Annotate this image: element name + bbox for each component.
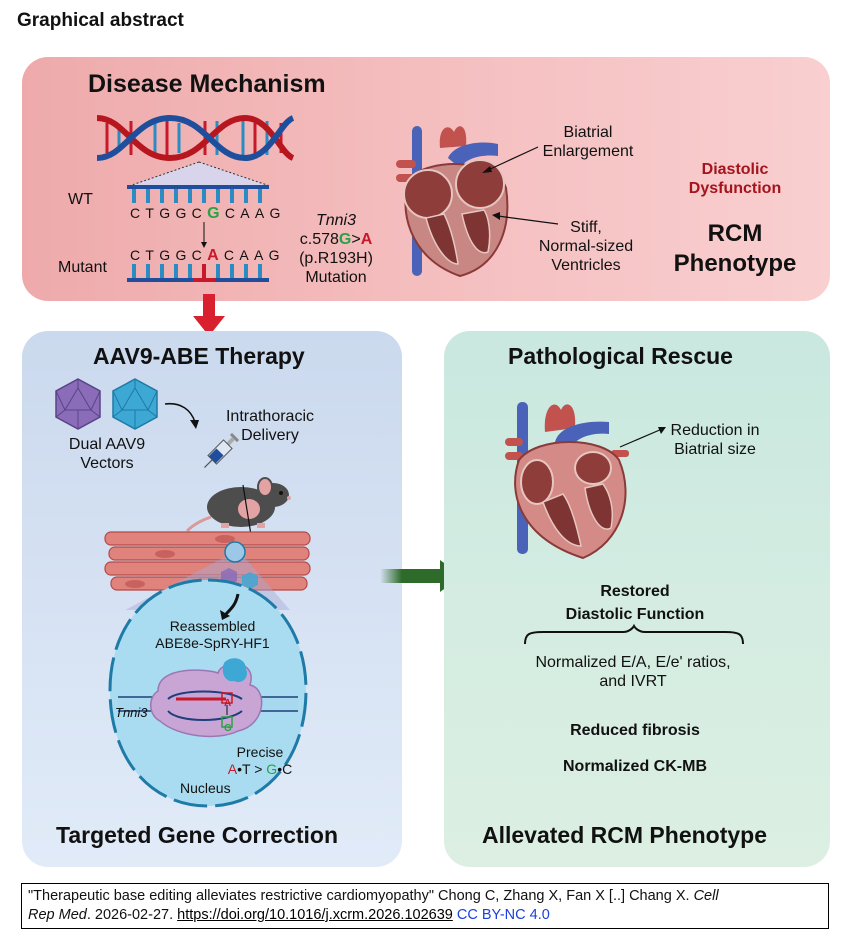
biatrial-enlargement-label: Biatrial Enlargement [533,123,643,161]
stiff-ventricles-label: Stiff, Normal-sized Ventricles [530,218,642,275]
mouse-icon [185,477,291,536]
mutant-label: Mutant [58,259,107,276]
edited-base-g: G [224,723,232,734]
reduction-line1: Reduction in [670,422,760,439]
graphical-abstract-title: Graphical abstract [17,10,184,31]
citation-journal-part2: Rep Med [28,907,87,923]
ratios-line2: and IVRT [599,673,667,690]
ratios-line1: Normalized E/A, E/e' ratios, [535,654,731,671]
diastolic-line1: Diastolic [701,161,769,178]
citation-authors: Chong C, Zhang X, Fan X [..] Chang X. [434,888,694,904]
targeted-gene-correction-label: Targeted Gene Correction [56,822,339,848]
wt-dna-strand-icon [127,185,269,203]
allevated-rcm-phenotype-label: Allevated RCM Phenotype [482,822,767,848]
vectors-line1: Dual AAV9 [68,436,146,453]
delivery-line2: Delivery [241,427,299,444]
conv-t: •T > [237,761,267,777]
editor-line1: Reassembled [169,618,256,634]
diastolic-dysfunction-label: Diastolic Dysfunction [680,160,790,198]
mutation-arrow-icon [201,222,207,248]
ventricles-line1: Stiff, [570,219,602,236]
biatrial-line2: Enlargement [542,143,634,160]
mutant-seq-highlight: A [207,247,224,264]
edited-base-a: A [224,698,232,709]
ventricles-pointer-arrow [492,212,559,225]
healthy-heart-icon [505,402,629,560]
dna-helix-icon [96,114,295,162]
enlarged-heart-icon [396,126,509,278]
aav9-vector-purple-icon [55,378,101,430]
reduction-line2: Biatrial size [674,441,756,458]
mutant-seq-after: CAAG [223,247,285,263]
mutation-protein: (p.R193H) [299,250,373,267]
base-editor-complex-icon [118,658,298,738]
wt-sequence: CTGGCGCAAG [130,205,286,223]
citation-box: "Therapeutic base editing alleviates res… [21,883,829,929]
conv-a: A [227,761,238,777]
restored-diastolic-label: Restored Diastolic Function [550,582,720,624]
ventricles-line2: Normal-sized [538,238,634,255]
precise-conversion-label: Precise A•T > G•C [220,744,300,778]
intrathoracic-delivery-label: Intrathoracic Delivery [215,407,325,445]
mutation-description: Tnni3 c.578G>A (p.R193H) Mutation [286,211,386,287]
citation-title: "Therapeutic base editing alleviates res… [28,888,435,904]
restored-line2: Diastolic Function [565,606,705,623]
curved-arrow-icon [164,402,199,429]
conv-c: •C [277,761,293,777]
wt-seq-highlight: G [207,205,225,222]
diastolic-line2: Dysfunction [688,180,782,197]
vectors-line2: Vectors [80,455,134,472]
citation-journal-part1: Cell [693,888,719,904]
dna-zoom-callout [128,161,271,187]
curly-brace-icon [524,623,744,645]
normalized-ratios-label: Normalized E/A, E/e' ratios, and IVRT [517,653,749,691]
syringe-icon [204,432,240,468]
tnni3-gene-label: Tnni3 [115,705,148,720]
reduction-pointer-arrow [619,427,666,448]
red-down-arrow-icon [193,294,225,336]
biatrial-pointer-arrow [482,146,539,173]
therapy-title: AAV9-ABE Therapy [93,343,305,369]
disease-mechanism-title: Disease Mechanism [88,70,326,98]
mutation-alt-base: A [360,231,373,248]
mutant-dna-strand-icon [127,264,269,282]
mutant-seq-before: CTGGC [130,247,208,263]
aav9-vector-blue-icon [112,378,158,430]
phenotype-line2: Phenotype [673,250,797,277]
mutation-prefix: c.578 [299,231,339,248]
mutation-sep: > [351,231,361,248]
delivery-line1: Intrathoracic [225,408,315,425]
rcm-phenotype-label: RCM Phenotype [665,219,805,279]
mutation-ref-base: G [338,231,352,248]
editor-line2: ABE8e-SpRY-HF1 [155,635,270,651]
conversion-line: A•T > G•C [220,761,300,778]
pathological-rescue-panel [444,331,830,867]
mutation-label: Mutation [305,269,367,286]
doi-link[interactable]: https://doi.org/10.1016/j.xcrm.2026.1026… [177,907,453,923]
mutation-cdna: c.578G>A [286,230,386,249]
wt-label: WT [68,191,93,208]
dual-aav9-vectors-label: Dual AAV9 Vectors [52,435,162,473]
wt-seq-before: CTGGC [130,205,208,221]
reduction-biatrial-label: Reduction in Biatrial size [660,421,770,459]
precise-line: Precise [236,744,284,760]
biatrial-line1: Biatrial [563,124,613,141]
ventricles-line3: Ventricles [551,257,621,274]
pathological-rescue-title: Pathological Rescue [508,343,733,369]
reassembled-editor-label: Reassembled ABE8e-SpRY-HF1 [150,618,275,652]
normalized-ckmb-label: Normalized CK-MB [562,758,707,775]
phenotype-line1: RCM [707,220,763,247]
citation-date: . 2026-02-27. [86,907,178,923]
mutant-sequence: CTGGCACAAG [130,247,285,265]
conv-g: G [266,761,278,777]
gene-name: Tnni3 [315,212,357,229]
wt-seq-after: CAAG [224,205,286,221]
license-link[interactable]: CC BY-NC 4.0 [456,907,550,923]
restored-line1: Restored [600,583,670,600]
reduced-fibrosis-label: Reduced fibrosis [570,722,700,739]
nucleus-label: Nucleus [180,780,231,796]
